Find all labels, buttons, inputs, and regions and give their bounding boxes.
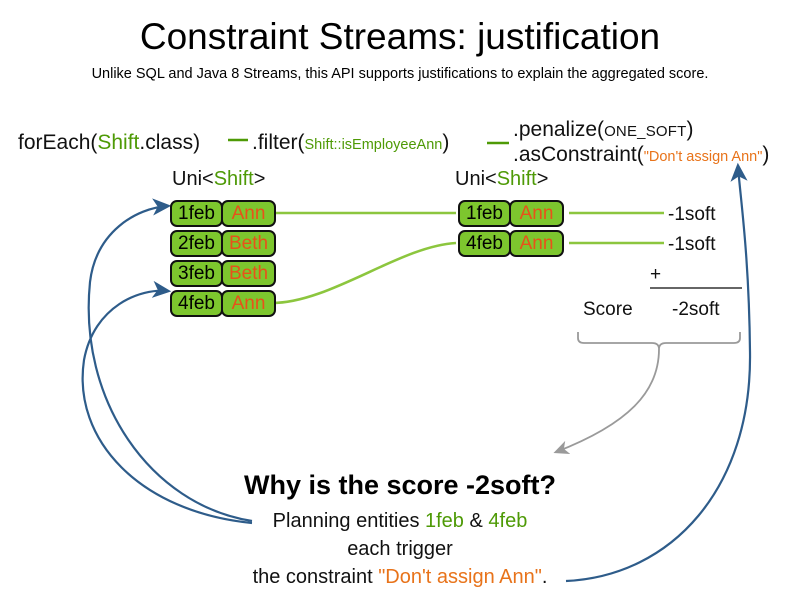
tuple-row[interactable]: 4feb Ann bbox=[458, 230, 564, 257]
tuple-row[interactable]: 1feb Ann bbox=[458, 200, 564, 227]
as-constraint-name: "Don't assign Ann" bbox=[643, 149, 763, 165]
tuple-employee: Ann bbox=[221, 200, 276, 227]
tuple-employee: Ann bbox=[509, 230, 564, 257]
tuple-row[interactable]: 2feb Beth bbox=[170, 230, 276, 257]
filter-suffix: ) bbox=[442, 131, 450, 154]
foreach-suffix: .class) bbox=[139, 131, 201, 154]
score-impact-2: -1soft bbox=[668, 234, 716, 255]
explanation-line-1: Planning entities 1feb & 4feb bbox=[0, 510, 800, 533]
score-brace bbox=[577, 332, 741, 350]
slide-title: Constraint Streams: justification bbox=[139, 16, 661, 57]
score-impact-1: -1soft bbox=[668, 204, 716, 225]
explanation-line-3: the constraint "Don't assign Ann". bbox=[0, 566, 800, 589]
code-as-constraint: .asConstraint("Don't assign Ann") bbox=[513, 143, 769, 168]
explanation-line-2: each trigger bbox=[347, 538, 453, 560]
penalize-weight: ONE_SOFT bbox=[604, 123, 687, 140]
penalize-suffix: ) bbox=[686, 118, 694, 141]
explanation-line1-joiner: & bbox=[463, 510, 489, 532]
score-label: Score bbox=[583, 299, 633, 320]
tuple-date: 4feb bbox=[170, 290, 223, 317]
tuple-date: 1feb bbox=[458, 200, 511, 227]
penalize-prefix: .penalize( bbox=[513, 118, 605, 141]
foreach-type: Shift bbox=[97, 131, 140, 154]
code-penalize: .penalize(ONE_SOFT) bbox=[513, 118, 694, 143]
uni-right-generic: Shift bbox=[496, 168, 537, 190]
score-explanation-arrow bbox=[553, 348, 660, 454]
tuple-employee: Beth bbox=[221, 260, 276, 287]
tuple-row[interactable]: 3feb Beth bbox=[170, 260, 276, 287]
filter-prefix: .filter( bbox=[252, 131, 305, 154]
uni-left-prefix: Uni< bbox=[172, 168, 214, 190]
uni-right-prefix: Uni< bbox=[455, 168, 497, 190]
flow-line-4feb bbox=[271, 241, 457, 305]
stream-type-label-right: Uni<Shift> bbox=[455, 168, 548, 191]
explanation-question: Why is the score -2soft? bbox=[243, 470, 557, 500]
stream-type-label-left: Uni<Shift> bbox=[172, 168, 265, 191]
code-foreach: forEach(Shift.class) bbox=[18, 131, 200, 156]
code-filter: .filter(Shift::isEmployeeAnn) bbox=[252, 131, 449, 156]
score-sum-operator: + bbox=[650, 264, 662, 285]
as-constraint-prefix: .asConstraint( bbox=[513, 143, 644, 166]
uni-left-suffix: > bbox=[253, 168, 266, 190]
filter-method-ref: Shift::isEmployeeAnn bbox=[304, 137, 443, 153]
score-total: -2soft bbox=[672, 299, 720, 320]
tuple-date: 4feb bbox=[458, 230, 511, 257]
tuple-date: 2feb bbox=[170, 230, 223, 257]
as-constraint-suffix: ) bbox=[762, 143, 770, 166]
tuple-employee: Ann bbox=[221, 290, 276, 317]
explanation-line3-prefix: the constraint bbox=[252, 566, 379, 588]
explanation-line1-prefix: Planning entities bbox=[272, 510, 425, 532]
explanation-entity-1feb: 1feb bbox=[425, 510, 464, 532]
tuple-row[interactable]: 4feb Ann bbox=[170, 290, 276, 317]
foreach-prefix: forEach( bbox=[18, 131, 98, 154]
uni-right-suffix: > bbox=[536, 168, 549, 190]
tuple-row[interactable]: 1feb Ann bbox=[170, 200, 276, 227]
slide-subtitle: Unlike SQL and Java 8 Streams, this API … bbox=[91, 66, 709, 82]
uni-left-generic: Shift bbox=[213, 168, 254, 190]
tuple-date: 1feb bbox=[170, 200, 223, 227]
tuple-employee: Ann bbox=[509, 200, 564, 227]
explanation-constraint-name: "Don't assign Ann" bbox=[378, 566, 542, 588]
explanation-entity-4feb: 4feb bbox=[488, 510, 528, 532]
tuple-employee: Beth bbox=[221, 230, 276, 257]
explanation-line3-suffix: . bbox=[541, 566, 548, 588]
tuple-date: 3feb bbox=[170, 260, 223, 287]
